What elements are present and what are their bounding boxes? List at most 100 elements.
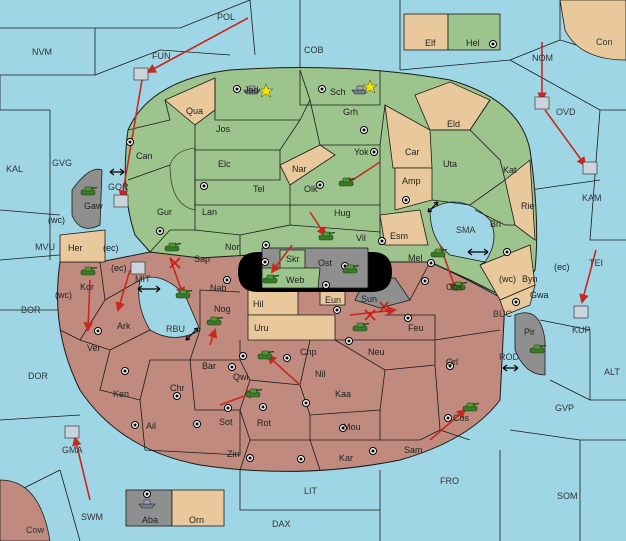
label-qua: Qua (186, 106, 203, 116)
label-qwi: Qwi (233, 372, 249, 382)
label-byn-ec: (ec) (554, 262, 570, 272)
label-tei: TEI (589, 258, 603, 268)
label-sch: Sch (330, 87, 346, 97)
label-vil: Vil (356, 233, 366, 243)
neutral-regions (59, 77, 536, 341)
label-kup: KUP (572, 325, 591, 335)
label-con: Con (596, 37, 613, 47)
label-eld: Eld (447, 119, 460, 129)
label-mel: Mel (408, 253, 423, 263)
label-kaa: Kaa (335, 389, 351, 399)
label-byn: Byn (522, 274, 538, 284)
label-chp: Chp (300, 347, 317, 357)
territory-esm[interactable] (379, 209, 429, 246)
adjacency-arrows (109, 168, 519, 372)
label-kal: KAL (6, 164, 23, 174)
label-web: Web (286, 275, 304, 285)
label-kor: Kor (80, 282, 94, 292)
lake-sma (429, 201, 495, 263)
label-fun: FUN (152, 51, 171, 61)
label-car: Car (405, 147, 420, 157)
label-nvm: NVM (32, 47, 52, 57)
label-chr: Chr (170, 383, 185, 393)
label-dax: DAX (272, 519, 291, 529)
fleet-units (64, 67, 598, 509)
label-byn-wc: (wc) (499, 274, 516, 284)
label-amp: Amp (402, 176, 421, 186)
label-alt: ALT (604, 367, 620, 377)
label-kam: KAM (582, 193, 602, 203)
territory-her[interactable] (59, 229, 106, 263)
label-nil: Nil (315, 369, 326, 379)
label-sma: SMA (456, 225, 476, 235)
territory-rie[interactable] (504, 159, 536, 241)
label-gvp: GVP (555, 403, 574, 413)
territory-pir[interactable] (514, 312, 546, 376)
label-ark: Ark (117, 321, 131, 331)
label-gvg: GVG (52, 158, 72, 168)
label-sam: Sam (404, 445, 423, 455)
land-labels: Elf Hel Jad Sch Qua Jos Grh Eld Can Elc … (68, 38, 549, 525)
label-ost: Ost (318, 258, 333, 268)
label-uta: Uta (443, 159, 457, 169)
label-lit: LIT (304, 486, 318, 496)
label-hug: Hug (334, 208, 351, 218)
label-yok: Yok (354, 147, 369, 157)
label-olk: Olk (304, 184, 318, 194)
lake-rbu (138, 276, 201, 338)
label-ail: Ail (146, 421, 156, 431)
label-nog: Nog (214, 304, 231, 314)
label-uru: Uru (254, 323, 269, 333)
label-jad: Jad (244, 85, 259, 95)
label-grh: Grh (343, 107, 358, 117)
label-can: Can (136, 151, 153, 161)
label-dor: DOR (28, 371, 49, 381)
label-sot: Sot (219, 417, 233, 427)
label-sun: Sun (361, 294, 377, 304)
label-her-ec: (ec) (103, 243, 119, 253)
label-nab: Nab (210, 283, 227, 293)
label-mvu: MVU (35, 242, 55, 252)
label-her-wc: (wc) (48, 215, 65, 225)
label-zin: Zin (227, 449, 240, 459)
label-kor-ec: (ec) (111, 263, 127, 273)
territory-nar[interactable] (279, 144, 336, 186)
sea-labels: POL NVM FUN COB Con NOM OVD KAL GVG GOR … (6, 12, 620, 535)
label-gaw: Gaw (84, 201, 103, 211)
label-cob: COB (304, 45, 324, 55)
label-ovd: OVD (556, 107, 576, 117)
label-orl: Orl (446, 357, 458, 367)
land-borders-north (127, 69, 515, 266)
label-lan: Lan (202, 207, 217, 217)
failed-order-marks (169, 257, 389, 321)
label-gur: Gur (157, 207, 172, 217)
label-orn: Orn (189, 515, 204, 525)
label-fro: FRO (440, 476, 459, 486)
territory-orn[interactable] (171, 489, 225, 527)
label-hel: Hel (466, 38, 480, 48)
territory-gaw[interactable] (71, 168, 103, 229)
label-bri: Bri (490, 219, 501, 229)
label-swm: SWM (81, 512, 103, 522)
label-aba: Aba (142, 515, 158, 525)
label-gor: GOR (108, 182, 129, 192)
land-borders-south (59, 261, 501, 471)
label-kor-wc: (wc) (55, 290, 72, 300)
label-elf: Elf (425, 38, 436, 48)
label-sap: Sap (194, 254, 210, 264)
label-neu: Neu (368, 347, 385, 357)
label-obs: Obs (446, 282, 463, 292)
label-gma: GMA (62, 445, 83, 455)
label-nar: Nar (292, 164, 307, 174)
label-cos: Cos (453, 413, 470, 423)
label-jos: Jos (216, 124, 231, 134)
label-nom: NOM (532, 53, 553, 63)
label-ken: Ken (113, 389, 129, 399)
label-rot: Rot (257, 418, 272, 428)
label-pir: Pir (524, 327, 535, 337)
label-her: Her (68, 243, 83, 253)
label-gwa: Gwa (530, 290, 549, 300)
label-bor: BOR (21, 305, 41, 315)
label-kar: Kar (339, 453, 353, 463)
